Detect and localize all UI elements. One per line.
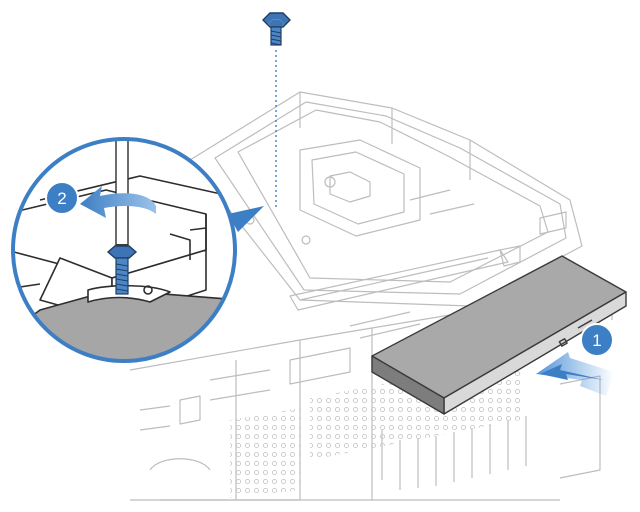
callout-pointer [228, 206, 264, 232]
step-2-badge: 2 [45, 181, 79, 215]
step-1-badge: 1 [580, 323, 614, 357]
step-2-number: 2 [57, 189, 66, 208]
vent-grille-lower [230, 408, 300, 498]
hex-screw-icon [262, 12, 291, 46]
step-1-number: 1 [592, 331, 601, 350]
hex-screw-icon [106, 245, 138, 295]
detail-callout [11, 137, 237, 363]
push-arrow-icon [536, 352, 614, 396]
optical-drive [371, 255, 627, 415]
rotate-arrow-icon [80, 186, 156, 218]
computer-chassis [129, 91, 613, 501]
